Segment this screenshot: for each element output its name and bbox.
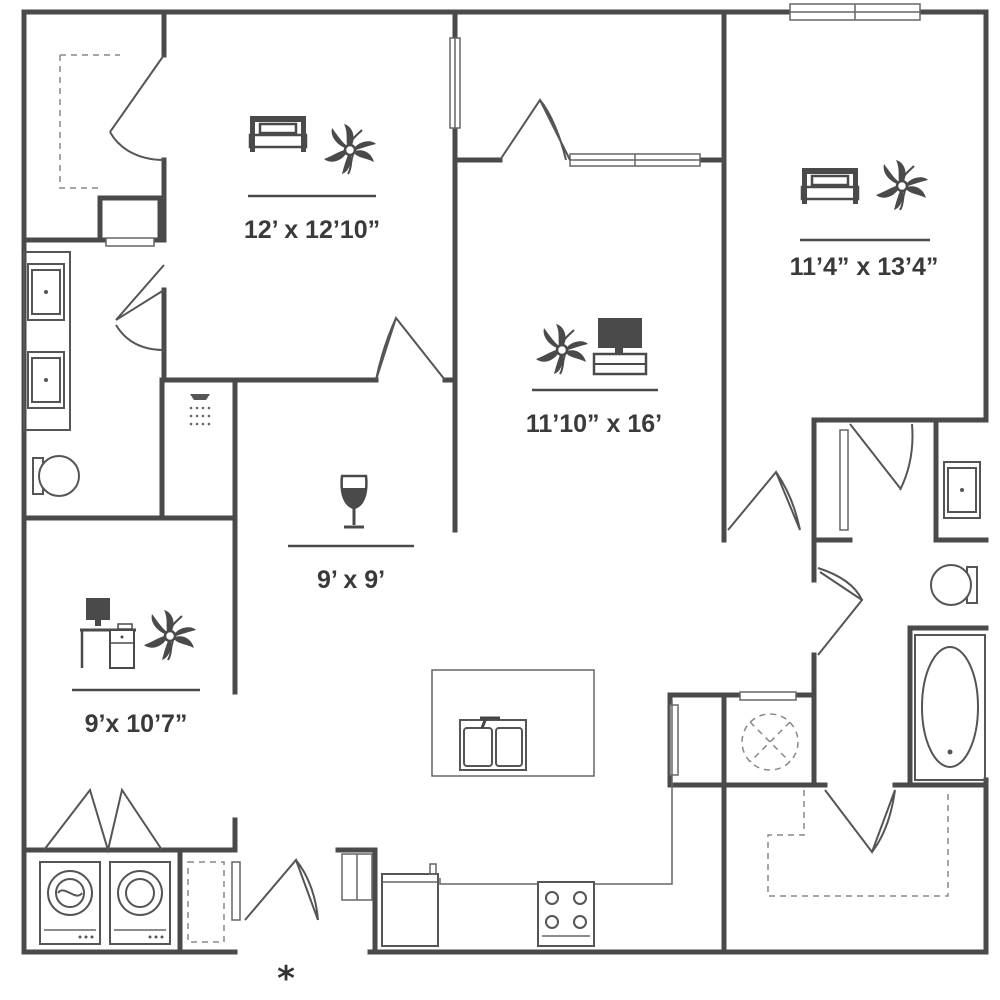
- windows: [105, 3, 921, 921]
- bed-icon: [248, 114, 308, 154]
- toilet-icon: [930, 564, 978, 606]
- doors: [43, 54, 914, 921]
- bath-2: [741, 461, 986, 781]
- laundry: [39, 861, 225, 945]
- sink-icon: [27, 351, 65, 409]
- label-underlines: [72, 194, 930, 692]
- bedroom-2-dimensions: 11’4” x 13’4”: [790, 253, 939, 281]
- ceiling-fan-icon: [322, 122, 378, 176]
- ceiling-fan-icon: [142, 608, 198, 662]
- bath-1: [23, 251, 211, 497]
- stove-icon: [537, 881, 595, 947]
- bed-icon: [800, 166, 860, 206]
- entry-marker: *: [277, 959, 295, 999]
- walls: [21, 9, 989, 955]
- tv-icon: [592, 318, 648, 376]
- bedroom-1-dimensions: 12’ x 12’10”: [244, 216, 380, 244]
- dining-dimensions: 9’ x 9’: [317, 566, 385, 594]
- washer-icon: [39, 861, 101, 945]
- ceiling-fan-icon: [534, 322, 590, 376]
- sink-icon: [27, 263, 65, 321]
- dryer-icon: [109, 861, 171, 945]
- bathtub-icon: [914, 634, 986, 781]
- ceiling-fan-icon: [874, 158, 930, 212]
- shower-icon: [189, 388, 211, 426]
- toilet-icon: [32, 455, 80, 497]
- sink-icon: [943, 461, 981, 519]
- kitchen-sink-icon: [459, 716, 527, 771]
- wine-glass-icon: [340, 474, 368, 529]
- shower-stall: [741, 713, 799, 771]
- desk-computer-icon: [80, 598, 136, 669]
- kitchen: [341, 669, 673, 947]
- closet-shelves: [59, 54, 949, 897]
- study-dimensions: 9’x 10’7”: [85, 710, 188, 738]
- living-room-dimensions: 11’10” x 16’: [526, 410, 662, 438]
